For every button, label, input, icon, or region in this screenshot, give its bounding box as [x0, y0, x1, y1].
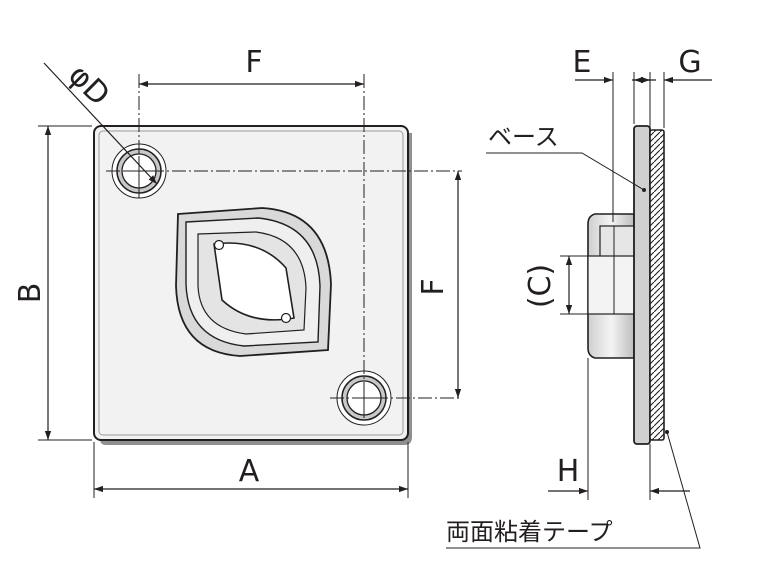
side-clip-tab	[599, 225, 635, 259]
label-F-top: F	[245, 45, 262, 80]
side-view	[446, 72, 712, 549]
side-base-plate	[633, 125, 651, 445]
label-F-right: F	[416, 278, 451, 295]
opening-notch-br	[280, 312, 292, 324]
label-H: H	[557, 454, 580, 489]
label-E: E	[573, 45, 592, 80]
dim-D-leader	[43, 62, 158, 185]
label-A: A	[239, 454, 260, 489]
label-B: B	[13, 283, 48, 304]
opening-notch-tl	[213, 239, 225, 251]
label-tape: 両面粘着テープ	[446, 518, 613, 546]
base-leader-line	[486, 152, 645, 191]
tape-leader-dot	[665, 430, 669, 434]
side-clip-slot	[587, 255, 635, 315]
base-leader-dot	[642, 188, 646, 192]
tape-leader-line	[446, 431, 701, 549]
label-G: G	[678, 45, 701, 80]
side-adhesive-tape	[649, 129, 665, 441]
label-base: ベース	[488, 123, 559, 151]
plate-inner-edge	[98, 130, 404, 436]
center-opening	[213, 242, 295, 321]
label-C: (C)	[523, 264, 558, 308]
label-D: φD	[61, 58, 116, 113]
front-view	[38, 62, 462, 498]
